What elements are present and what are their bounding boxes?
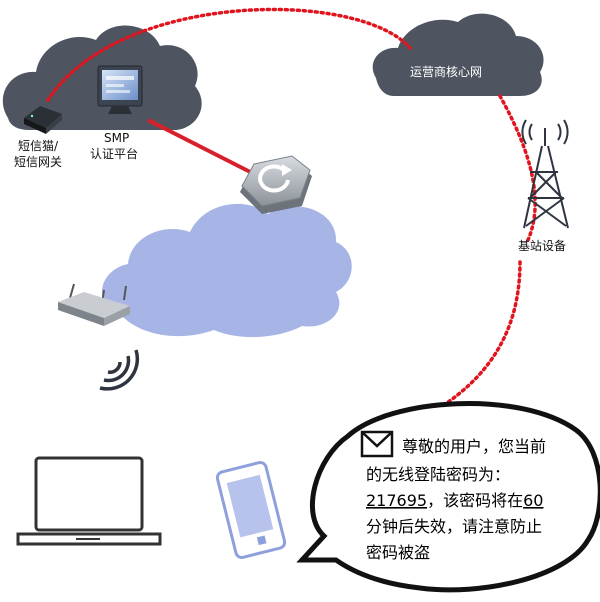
sms-message-line-3-rest: ，该密码将在: [427, 491, 523, 510]
sms-minutes: 60: [523, 491, 543, 510]
sms-message-line-4: 分钟后失效，请注意防止: [366, 517, 542, 536]
smp-server-icon: [97, 65, 143, 114]
sms-gateway-icon: [24, 106, 62, 134]
wireless-cloud: [101, 203, 352, 338]
wifi-signal-icon: [99, 349, 140, 391]
sms-delivery-path: [46, 7, 412, 102]
core-to-base-station-path: [498, 94, 537, 242]
core-network-label: 运营商核心网: [410, 64, 482, 79]
smp-label-2: 认证平台: [90, 146, 138, 161]
sms-message-line-2: 的无线登陆密码为：: [366, 465, 510, 484]
access-point-icon: [58, 283, 130, 326]
laptop-icon: [16, 456, 162, 546]
smp-label-1: SMP: [104, 131, 129, 145]
base-station-icon: [521, 119, 569, 229]
sms-password: 217695: [366, 491, 427, 510]
core-network-cloud: 运营商核心网: [372, 13, 544, 96]
switch-icon: [240, 155, 312, 214]
phone-icon: [215, 461, 287, 559]
sms-gateway-label-2: 短信网关: [14, 155, 62, 169]
base-station-to-phone-path: [424, 260, 522, 418]
envelope-icon: [360, 430, 394, 458]
sms-message-line-5: 密码被盗: [366, 543, 430, 562]
sms-message-line-3: 217695，该密码将在60: [366, 491, 543, 510]
sms-message-line-1: 尊敬的用户，您当前: [402, 437, 546, 456]
smp-to-switch-link: [147, 118, 263, 180]
base-station-label: 基站设备: [518, 239, 566, 253]
sms-gateway-label-1: 短信猫/: [18, 139, 59, 153]
